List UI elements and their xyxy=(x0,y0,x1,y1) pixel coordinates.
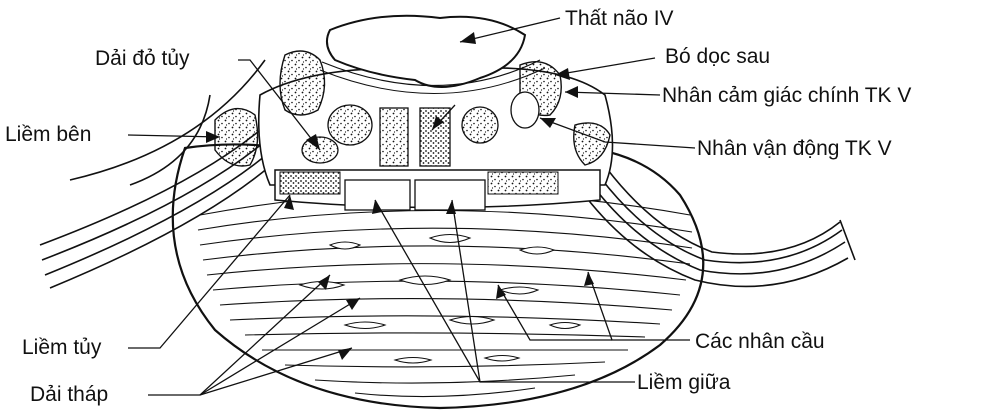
label-pontine-nuclei: Các nhân cầu xyxy=(695,331,825,352)
label-lateral-lemniscus: Liềm bên xyxy=(5,124,91,145)
rubrospinal-stippled-left xyxy=(280,51,325,115)
label-pyramidal-tract: Dải tháp xyxy=(30,384,108,405)
label-spinal-lemniscus: Liềm tủy xyxy=(22,337,101,358)
label-medial-longitudinal-fasciculus: Bó dọc sau xyxy=(665,46,770,67)
label-principal-sensory-nucleus: Nhân cảm giác chính TK V xyxy=(662,85,911,106)
lateral-lemniscus-stippled-left xyxy=(215,109,258,166)
mlf-right xyxy=(420,108,450,166)
right-mid-nucleus xyxy=(462,107,498,143)
label-rubrospinal-tract: Dải đỏ tủy xyxy=(95,48,190,69)
right-inner-nucleus xyxy=(511,92,539,128)
label-motor-nucleus: Nhân vận động TK V xyxy=(697,138,892,159)
label-medial-lemniscus: Liềm giữa xyxy=(637,372,730,393)
mlf-left xyxy=(380,108,408,166)
medial-lemniscus-band xyxy=(275,170,600,210)
left-mid-nucleus xyxy=(328,105,372,145)
label-fourth-ventricle: Thất não IV xyxy=(565,8,674,29)
